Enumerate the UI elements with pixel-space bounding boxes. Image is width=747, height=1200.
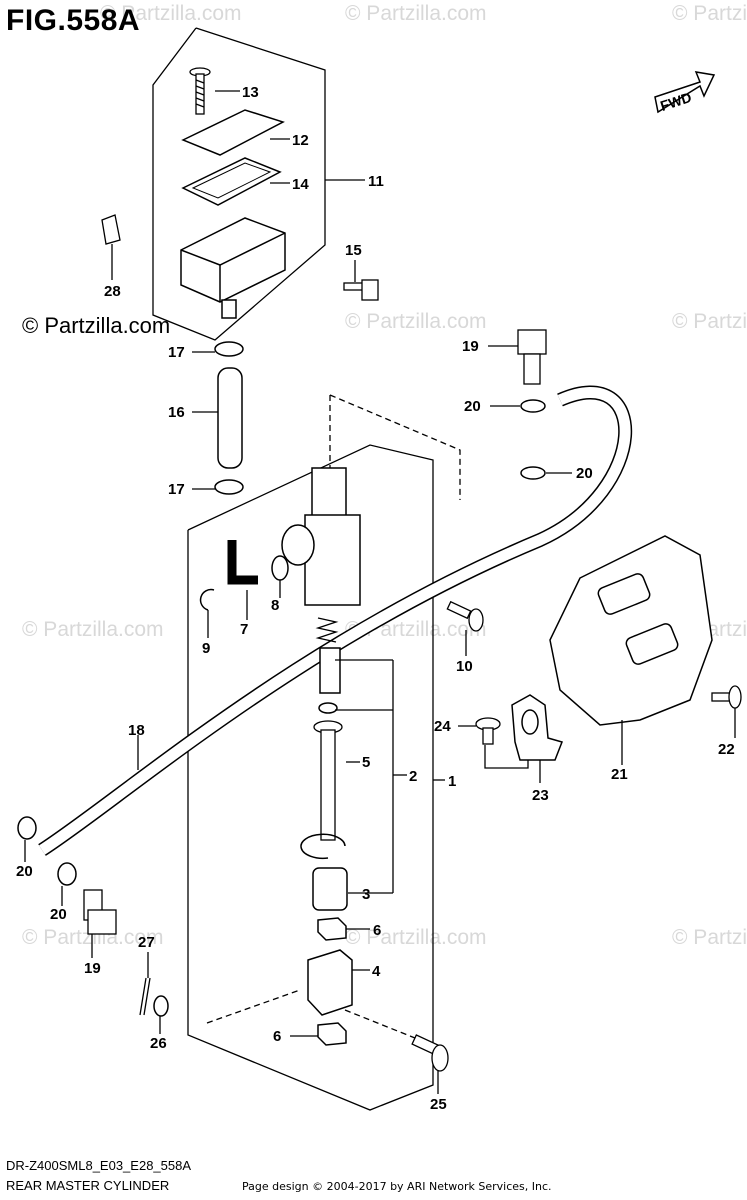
callout-6: 6 bbox=[273, 1028, 281, 1045]
copyright-credit: Page design © 2004-2017 by ARI Network S… bbox=[242, 1180, 552, 1193]
callout-28: 28 bbox=[104, 283, 121, 300]
part-27-cotter-pin bbox=[139, 977, 151, 1016]
reservoir-group-box bbox=[152, 27, 326, 341]
callout-12: 12 bbox=[292, 132, 309, 149]
part-15-bolt bbox=[343, 279, 379, 301]
callout-17: 17 bbox=[168, 481, 185, 498]
part-17-clamp bbox=[214, 479, 244, 495]
part-19-banjo-bolt bbox=[517, 329, 547, 385]
callout-27: 27 bbox=[138, 934, 155, 951]
callout-18: 18 bbox=[128, 722, 145, 739]
callout-19: 19 bbox=[84, 960, 101, 977]
callout-26: 26 bbox=[150, 1035, 167, 1052]
callout-5: 5 bbox=[362, 754, 370, 771]
part-20-washer bbox=[520, 399, 546, 413]
part-2-seal bbox=[318, 702, 338, 714]
callout-20: 20 bbox=[576, 465, 593, 482]
watermark: © Partzilla bbox=[672, 2, 747, 25]
part-10-bolt bbox=[446, 600, 484, 632]
part-17-clamp bbox=[214, 341, 244, 357]
watermark: © Partzilla.com bbox=[345, 310, 487, 333]
section-name: REAR MASTER CYLINDER bbox=[6, 1178, 170, 1193]
part-20-washer bbox=[17, 816, 37, 840]
part-7-fitting bbox=[227, 540, 258, 585]
callout-4: 4 bbox=[372, 963, 381, 980]
part-6-nut bbox=[317, 1022, 347, 1046]
watermark: © Partzilla.com bbox=[345, 2, 487, 25]
watermark: © Partzilla bbox=[672, 926, 747, 949]
watermark: © Partzilla.com bbox=[100, 2, 242, 25]
part-13-screw bbox=[189, 67, 211, 115]
watermark: © Partzilla bbox=[672, 310, 747, 333]
callout-20: 20 bbox=[50, 906, 67, 923]
part-9-circlip bbox=[199, 588, 215, 611]
callout-labels: 13 12 14 11 15 28 17 16 17 19 20 20 8 7 … bbox=[16, 84, 735, 1113]
watermark: © Partzilla.com bbox=[22, 618, 164, 641]
spring bbox=[315, 617, 339, 643]
callout-7: 7 bbox=[240, 621, 248, 638]
callout-17: 17 bbox=[168, 344, 185, 361]
part-21-guard bbox=[549, 535, 713, 726]
part-6-nut bbox=[317, 917, 347, 941]
fwd-label: FWD bbox=[658, 89, 693, 114]
part-11-reservoir bbox=[180, 217, 286, 319]
callout-1: 1 bbox=[448, 773, 456, 790]
watermark-dark: © Partzilla.com bbox=[22, 313, 171, 338]
part-23-bracket bbox=[511, 694, 563, 761]
part-24-screw bbox=[475, 717, 501, 745]
callout-23: 23 bbox=[532, 787, 549, 804]
fwd-arrow-icon: FWD bbox=[654, 71, 716, 114]
part-19-banjo-bolt bbox=[83, 889, 117, 935]
callout-14: 14 bbox=[292, 176, 309, 193]
callout-13: 13 bbox=[242, 84, 259, 101]
callout-11: 11 bbox=[368, 173, 384, 190]
part-1-master-cylinder bbox=[281, 467, 361, 606]
part-26-washer bbox=[153, 995, 169, 1017]
callout-21: 21 bbox=[611, 766, 628, 783]
callout-3: 3 bbox=[362, 886, 370, 903]
callout-20: 20 bbox=[464, 398, 481, 415]
callout-2: 2 bbox=[409, 768, 417, 785]
callout-19: 19 bbox=[462, 338, 479, 355]
part-28-label bbox=[101, 214, 121, 245]
callout-6: 6 bbox=[373, 922, 381, 939]
part-5-push-rod bbox=[313, 720, 343, 841]
part-20-washer bbox=[57, 862, 77, 886]
callout-16: 16 bbox=[168, 404, 185, 421]
part-25-pin bbox=[411, 1034, 449, 1072]
callout-22: 22 bbox=[718, 741, 735, 758]
callout-9: 9 bbox=[202, 640, 210, 657]
cylinder-group-box bbox=[187, 444, 434, 1111]
part-20-washer bbox=[520, 466, 546, 480]
part-16-hose bbox=[217, 367, 243, 469]
part-2-circlip bbox=[300, 833, 346, 860]
callout-20: 20 bbox=[16, 863, 33, 880]
part-8-o-ring bbox=[271, 555, 289, 581]
part-4-clevis bbox=[307, 949, 353, 1016]
part-12-cap bbox=[181, 109, 285, 156]
figure-title: FIG.558A bbox=[6, 4, 141, 37]
model-code: DR-Z400SML8_E03_E28_558A bbox=[6, 1158, 192, 1173]
callout-15: 15 bbox=[345, 242, 362, 259]
part-14-diaphragm bbox=[181, 157, 282, 206]
callout-10: 10 bbox=[456, 658, 473, 675]
part-3-boot bbox=[312, 867, 348, 911]
watermark: © Partzilla.com bbox=[345, 926, 487, 949]
part-2-piston-cup bbox=[319, 647, 341, 694]
callout-25: 25 bbox=[430, 1096, 447, 1113]
watermark: © Partzilla.com bbox=[22, 926, 164, 949]
callout-24: 24 bbox=[434, 718, 451, 735]
part-22-screw bbox=[711, 685, 742, 709]
callout-8: 8 bbox=[271, 597, 279, 614]
